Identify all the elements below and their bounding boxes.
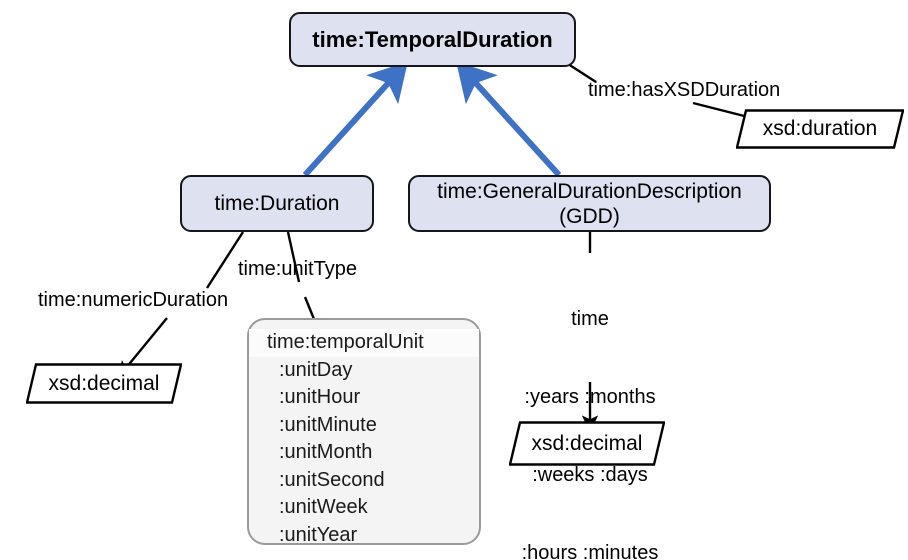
node-xsd-decimal-right[interactable]: xsd:decimal bbox=[509, 421, 665, 466]
edge-label-has-xsd-duration: time:hasXSDDuration bbox=[588, 79, 781, 101]
gdd-prop-line-2: :years :months bbox=[524, 386, 656, 408]
node-time-general-duration-description[interactable]: time:GeneralDurationDescription (GDD) bbox=[408, 175, 771, 232]
node-label: time:Duration bbox=[214, 192, 340, 215]
enum-item-unit-minute[interactable]: :unitMinute bbox=[279, 413, 377, 436]
node-xsd-duration[interactable]: xsd:duration bbox=[736, 109, 904, 149]
node-label-line-2: (GDD) bbox=[559, 204, 620, 228]
subclass-edge-gdd bbox=[456, 61, 562, 178]
enum-header: time:temporalUnit bbox=[249, 329, 479, 357]
edge-label-numeric-duration: time:numericDuration bbox=[38, 289, 229, 311]
enum-item-unit-year[interactable]: :unitYear bbox=[279, 523, 358, 546]
gdd-prop-line-1: time bbox=[571, 308, 609, 330]
subclass-edge-duration bbox=[302, 61, 408, 178]
edge-label-gdd-properties: time :years :months :weeks :days :hours … bbox=[490, 254, 690, 560]
enum-item-unit-second[interactable]: :unitSecond bbox=[279, 468, 385, 491]
parallelogram-shape bbox=[26, 363, 182, 404]
gdd-prop-line-3: :weeks :days bbox=[532, 464, 648, 486]
node-time-duration[interactable]: time:Duration bbox=[180, 175, 374, 232]
node-time-temporal-unit[interactable]: time:temporalUnit :unitDay :unitHour :un… bbox=[247, 318, 481, 546]
node-label: xsd:decimal bbox=[531, 431, 643, 455]
node-label-line-1: time:GeneralDurationDescription bbox=[437, 179, 742, 203]
node-time-temporal-duration[interactable]: time:TemporalDuration bbox=[289, 12, 576, 67]
node-xsd-decimal-left[interactable]: xsd:decimal bbox=[26, 363, 182, 404]
property-edge-numeric-duration bbox=[117, 231, 245, 379]
node-label: xsd:duration bbox=[762, 117, 878, 140]
enum-item-unit-week[interactable]: :unitWeek bbox=[279, 496, 368, 518]
enum-item-unit-month[interactable]: :unitMonth bbox=[279, 441, 373, 463]
gdd-prop-line-4: :hours :minutes bbox=[521, 542, 659, 560]
parallelogram-shape bbox=[736, 109, 904, 149]
node-label: time:TemporalDuration bbox=[312, 27, 553, 52]
enum-item-unit-day[interactable]: :unitDay bbox=[279, 358, 353, 381]
edge-label-unit-type: time:unitType bbox=[238, 258, 357, 280]
parallelogram-shape bbox=[509, 421, 665, 466]
enum-item-unit-hour[interactable]: :unitHour bbox=[279, 386, 361, 408]
node-label: xsd:decimal bbox=[48, 371, 160, 395]
